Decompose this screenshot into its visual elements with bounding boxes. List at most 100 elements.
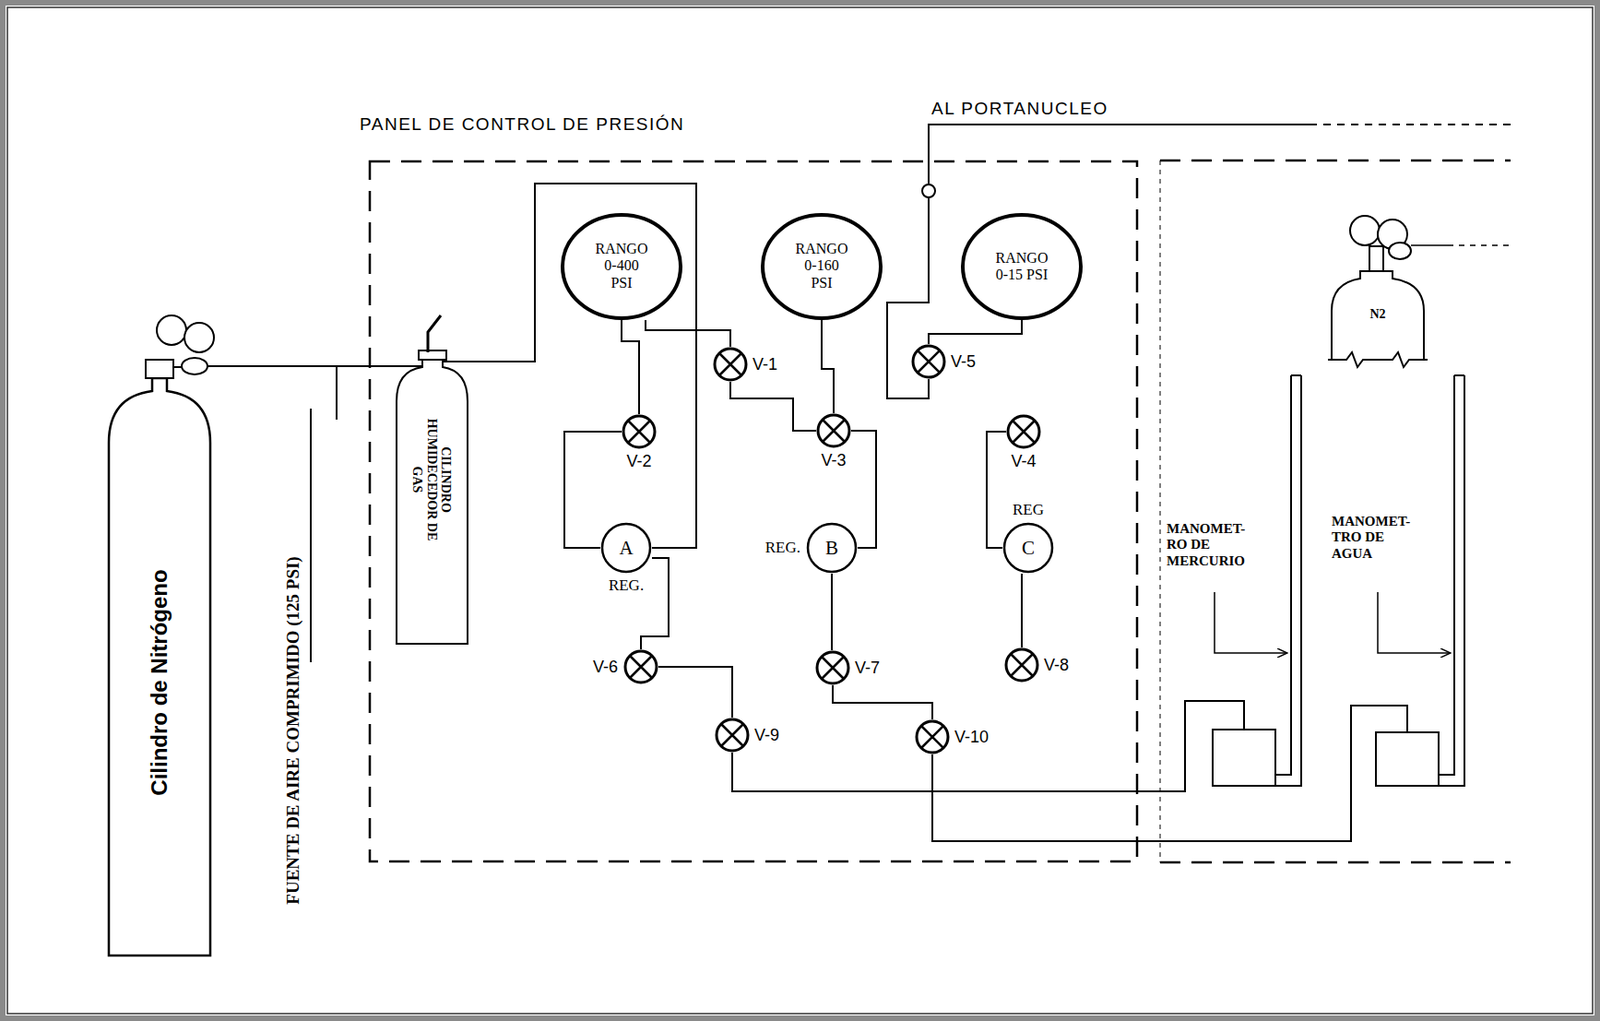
outline-part bbox=[721, 723, 744, 747]
node-text: RANGO 0-160 PSI bbox=[795, 240, 849, 292]
pipe-line bbox=[730, 381, 817, 431]
node-text: N2 bbox=[1369, 307, 1386, 322]
outline-part bbox=[921, 725, 944, 748]
manometer-line bbox=[732, 700, 1245, 792]
valve-label: V-1 bbox=[752, 355, 778, 375]
pipe-line bbox=[645, 320, 731, 347]
outline-part bbox=[962, 214, 1081, 319]
outline-part bbox=[427, 315, 441, 353]
manometer-line bbox=[932, 705, 1408, 842]
manometer-reservoir bbox=[1375, 732, 1439, 786]
node-text: REG. bbox=[765, 538, 801, 558]
node-outline bbox=[623, 649, 659, 685]
pipe-line bbox=[621, 320, 640, 415]
outline-part bbox=[369, 161, 1138, 862]
outline-part bbox=[418, 350, 447, 360]
outline-part bbox=[1010, 653, 1033, 676]
outline-part bbox=[629, 655, 652, 678]
pipe-line bbox=[832, 685, 933, 720]
valve-label: V-8 bbox=[1043, 655, 1069, 676]
outline-part bbox=[807, 523, 856, 572]
valve-label: V-10 bbox=[954, 727, 989, 747]
valve-label: V-7 bbox=[854, 658, 880, 678]
node-outline bbox=[1327, 213, 1448, 363]
pipe-line bbox=[1020, 573, 1023, 648]
outline-part bbox=[628, 420, 651, 443]
valve-symbol: V-10 bbox=[914, 719, 950, 755]
pipe-line bbox=[658, 666, 733, 718]
nitrogen-cylinder: Cilindro de Nitrógeno bbox=[106, 304, 226, 958]
port-label: AL PORTANUCLEO bbox=[931, 98, 1109, 119]
outline-part bbox=[1388, 242, 1411, 260]
outline-part bbox=[1004, 523, 1053, 572]
node-outline bbox=[816, 413, 852, 449]
pipe-line bbox=[851, 430, 877, 548]
region-border bbox=[1159, 160, 1162, 863]
manometer-label: MANOMET- TRO DE AGUA bbox=[1331, 513, 1424, 562]
air-supply-line bbox=[310, 366, 337, 663]
pressure-regulator: AREG. bbox=[600, 521, 652, 574]
node-text: Cilindro de Nitrógeno bbox=[146, 568, 173, 795]
core-holder-line bbox=[928, 124, 1310, 185]
node-text: B bbox=[825, 536, 839, 560]
pipe-line bbox=[986, 431, 1007, 548]
outline-part bbox=[623, 415, 655, 448]
pressure-gauge: RANGO 0-160 PSI bbox=[760, 213, 883, 320]
pressure-gauge: RANGO 0-400 PSI bbox=[560, 213, 683, 320]
node-text: C bbox=[1021, 536, 1035, 560]
outline-part bbox=[817, 651, 849, 684]
node-outline bbox=[914, 719, 950, 755]
outline-part bbox=[917, 350, 940, 373]
valve-symbol: V-3 bbox=[816, 413, 852, 449]
leader-arrow bbox=[1214, 592, 1288, 653]
outline-part bbox=[108, 378, 211, 956]
humidifier-cylinder: CILINDRO HUMIDECEDOR DE GAS bbox=[394, 313, 470, 646]
node-outline bbox=[1004, 647, 1040, 683]
node-text: CILINDRO HUMIDECEDOR DE GAS bbox=[410, 410, 453, 549]
valve-label: V-3 bbox=[820, 450, 846, 471]
outline-part bbox=[184, 322, 214, 353]
valve-label: V-5 bbox=[950, 352, 976, 372]
region-border bbox=[1160, 160, 1511, 863]
outline-part bbox=[1369, 246, 1384, 272]
valve-symbol: V-7 bbox=[815, 650, 851, 686]
node-outline bbox=[621, 414, 657, 450]
inner-frame bbox=[7, 7, 1593, 1014]
node-text: REG. bbox=[608, 576, 644, 595]
outline-part bbox=[714, 348, 747, 380]
manometer-tube bbox=[1438, 375, 1465, 786]
core-holder-port bbox=[922, 184, 936, 198]
outline-part bbox=[156, 315, 187, 345]
outline-part bbox=[394, 361, 470, 367]
node-outline bbox=[712, 346, 748, 382]
outline-part bbox=[145, 359, 174, 379]
outline-part bbox=[821, 656, 844, 679]
outline-part bbox=[822, 419, 845, 442]
n2-line bbox=[1447, 244, 1511, 247]
control-panel: PANEL DE CONTROL DE PRESIÓNCILINDRO HUMI… bbox=[368, 160, 1138, 863]
outline-part bbox=[1410, 244, 1448, 247]
node-outline bbox=[815, 650, 851, 686]
outline-part bbox=[562, 214, 681, 319]
valve-symbol: V-2 bbox=[621, 414, 657, 450]
outline-part bbox=[602, 523, 651, 572]
pressure-regulator: REG.B bbox=[805, 521, 858, 574]
valve-symbol: V-6 bbox=[623, 649, 659, 685]
valve-symbol: V-1 bbox=[712, 346, 748, 382]
outline-part bbox=[1350, 215, 1380, 246]
panel-title: PANEL DE CONTROL DE PRESIÓN bbox=[359, 114, 685, 135]
pipe-line bbox=[469, 183, 697, 548]
manometer-reservoir bbox=[1212, 729, 1276, 786]
pipe-line bbox=[821, 320, 834, 414]
node-text: RANGO 0-400 PSI bbox=[595, 240, 649, 292]
outline-part bbox=[1012, 420, 1035, 443]
outline-part bbox=[1327, 352, 1428, 368]
valve-label: V-9 bbox=[754, 725, 780, 746]
outline-part bbox=[916, 721, 949, 753]
outline-part bbox=[762, 214, 881, 319]
outline-part bbox=[912, 345, 945, 378]
node-outline bbox=[1006, 414, 1042, 450]
leader-arrow bbox=[1377, 592, 1451, 653]
